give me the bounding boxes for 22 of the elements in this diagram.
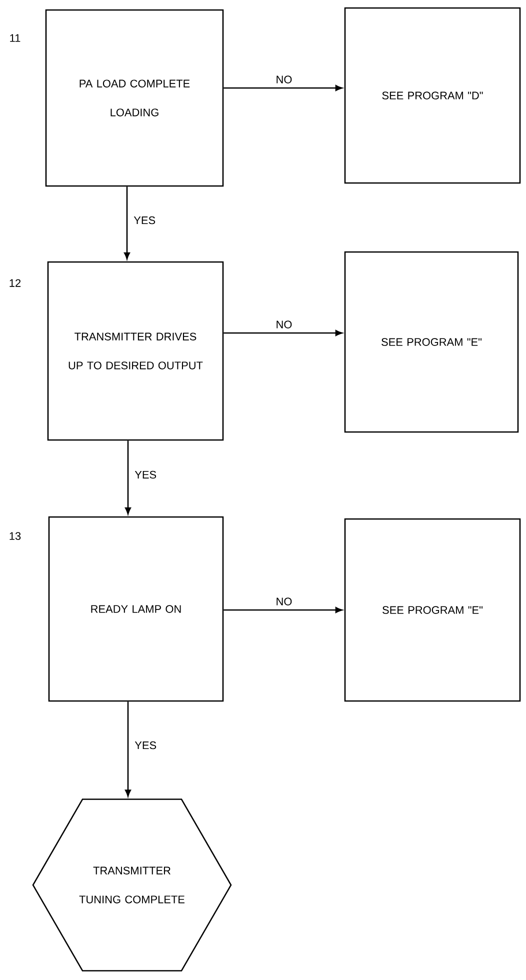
reference-box: SEE PROGRAM "E" [344,518,521,702]
edge-label: YES [134,470,158,480]
step-number: 11 [10,34,20,42]
process-box: READY LAMP ON [48,516,224,702]
reference-box: SEE PROGRAM "D" [344,7,521,184]
arrow [224,607,342,613]
edge-label: NO [274,74,294,84]
terminal-hexagon: TRANSMITTER TUNING COMPLETE [32,798,232,972]
arrow [224,330,342,336]
step-number: 13 [10,532,21,540]
arrow [125,440,131,514]
arrow [124,186,130,260]
edge-label: YES [134,740,158,750]
edge-label: NO [274,320,294,330]
arrow [224,85,342,91]
process-box: PA LOAD COMPLETE LOADING [45,9,224,187]
step-number: 12 [10,279,21,287]
reference-box: SEE PROGRAM "E" [344,251,519,433]
process-box: TRANSMITTER DRIVES UP TO DESIRED OUTPUT [47,261,224,441]
edge-label: YES [132,215,157,226]
edge-label: NO [274,596,294,606]
arrow [125,702,131,797]
